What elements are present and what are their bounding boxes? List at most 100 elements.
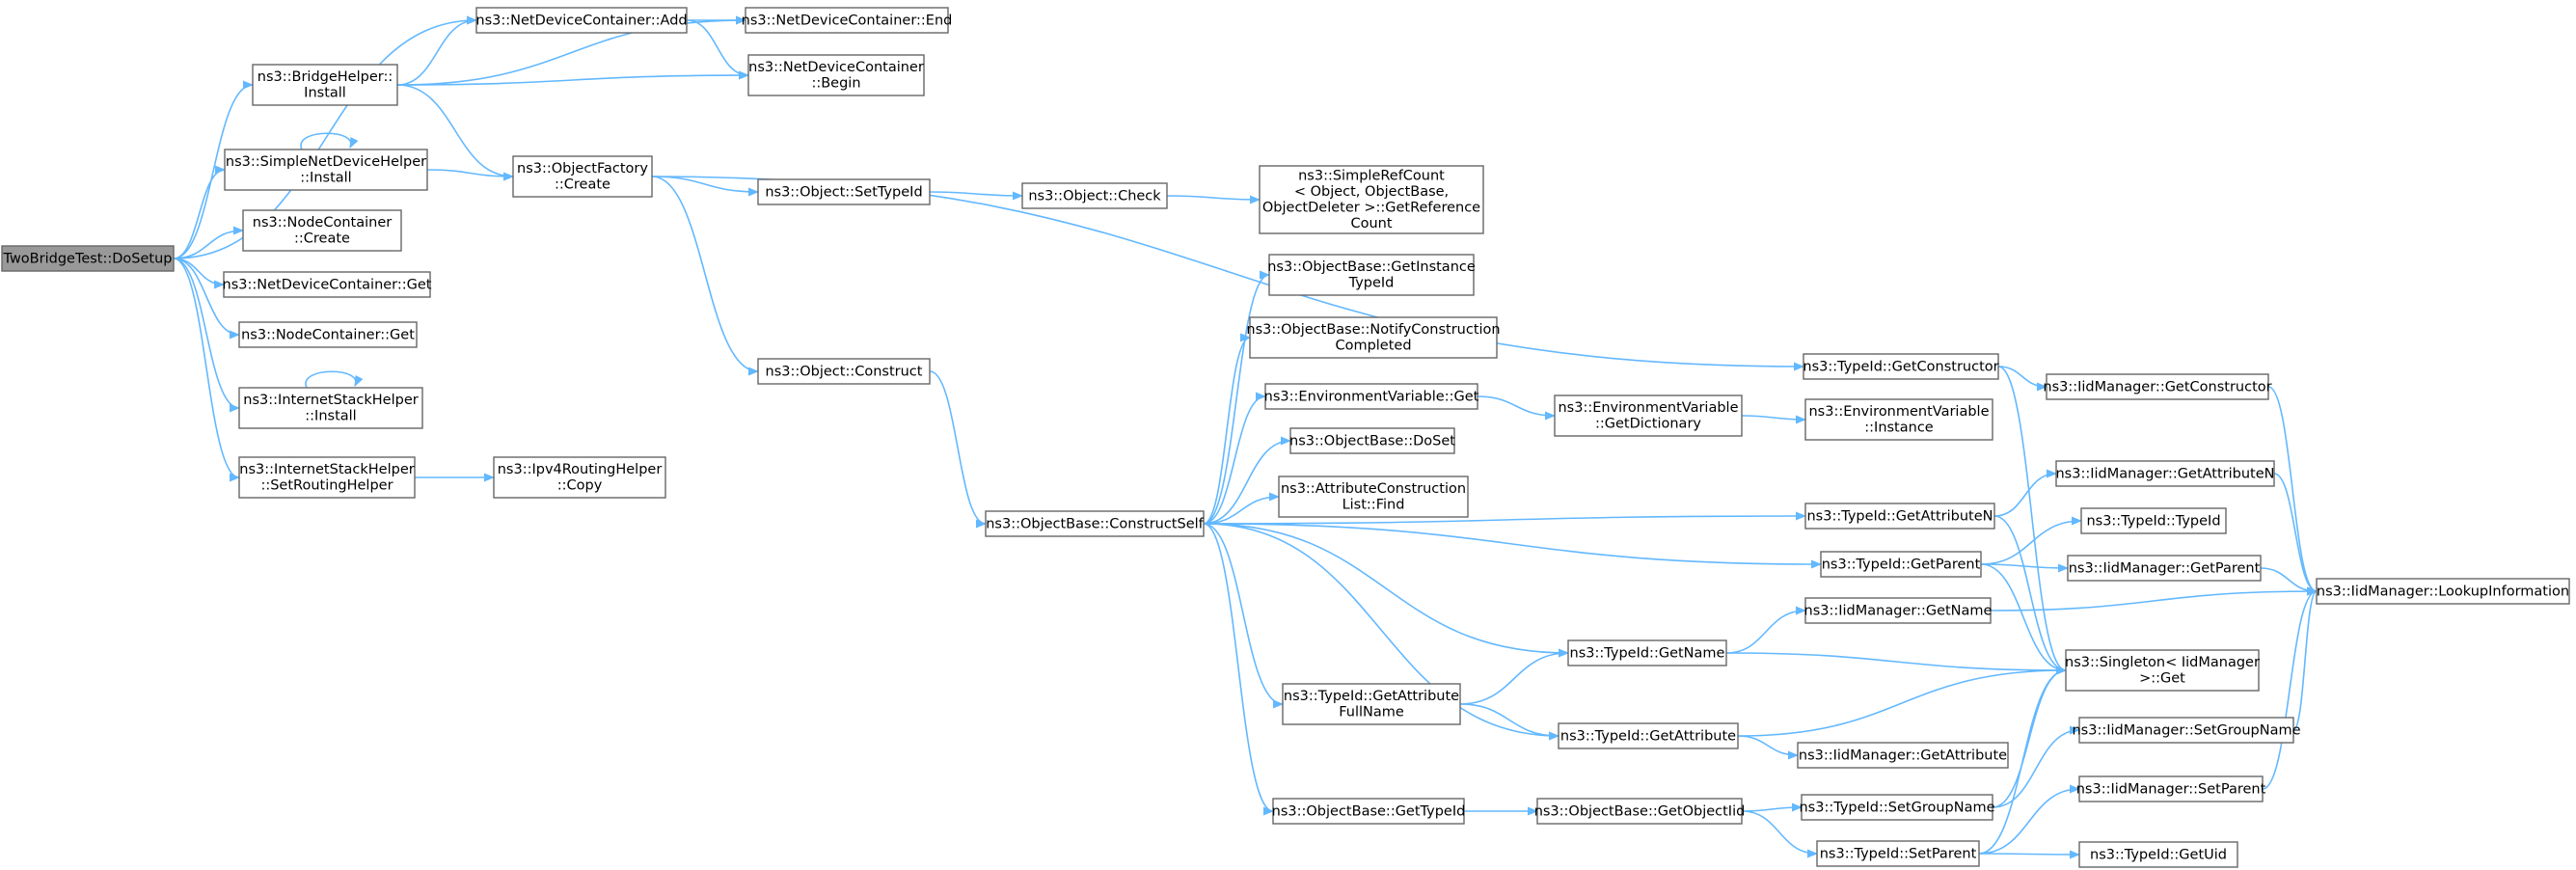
node-box [2067,555,2262,582]
node-label: ns3::AttributeConstruction [1281,481,1466,497]
node-box [2316,578,2570,605]
node-label: ns3::TypeId::GetConstructor [1803,359,1998,374]
node-ob-get-object-iid[interactable]: ns3::ObjectBase::GetObjectIid [1534,798,1746,825]
node-box [1536,798,1743,825]
node-label: ::Create [555,177,610,193]
node-tid-get-attribute-n[interactable]: ns3::TypeId::GetAttributeN [1804,503,1995,530]
edge-obj-check-to-src-get-ref [1166,195,1261,204]
edge-tid-get-constructor-to-singleton-get [1997,366,2068,675]
node-label: ns3::ObjectBase::NotifyConstruction [1246,322,1500,338]
node-tid-get-attribute[interactable]: ns3::TypeId::GetAttribute [1558,722,1739,749]
node-label: ns3::EnvironmentVariable [1558,400,1738,416]
node-nc-get[interactable]: ns3::NodeContainer::Get [238,321,418,348]
node-label: ns3::Singleton< IidManager [2065,655,2260,670]
node-box [1259,165,1484,234]
edge-root-to-nc-create [173,226,245,259]
node-label: ::Copy [557,478,603,494]
node-iid-get-parent[interactable]: ns3::IidManager::GetParent [2067,555,2262,582]
node-ndc-end[interactable]: ns3::NetDeviceContainer::End [742,7,953,34]
node-tid-type-id[interactable]: ns3::TypeId::TypeId [2080,507,2227,534]
node-label: ::Install [300,171,351,186]
node-box [2065,649,2260,692]
node-box [745,7,949,34]
node-box [238,321,418,348]
node-label: ns3::ObjectBase::DoSet [1289,433,1455,449]
node-label: ns3::ObjectBase::ConstructSelf [986,516,1204,531]
node-ndc-begin[interactable]: ns3::NetDeviceContainer::Begin [747,54,925,96]
node-label: Count [1350,216,1392,231]
node-singleton-get[interactable]: ns3::Singleton< IidManager >::Get [2065,649,2260,692]
node-ipv4copy[interactable]: ns3::Ipv4RoutingHelper::Copy [493,456,666,499]
node-env-get[interactable]: ns3::EnvironmentVariable::Get [1264,383,1479,410]
node-iid-get-attribute-n[interactable]: ns3::IidManager::GetAttributeN [2055,460,2275,487]
edge-tid-set-parent-to-singleton-get [1978,666,2068,855]
node-root[interactable]: TwoBridgeTest::DoSetup [1,245,175,272]
node-obj-set-type-id[interactable]: ns3::Object::SetTypeId [757,178,931,205]
node-env-get-dict[interactable]: ns3::EnvironmentVariable::GetDictionary [1554,394,1743,437]
node-box [1816,840,1980,867]
edge-bridge-install-to-of-create [396,84,515,181]
node-ndc-add[interactable]: ns3::NetDeviceContainer::Add [475,7,688,34]
node-label: ns3::IidManager::SetGroupName [2072,722,2300,738]
node-label: ns3::SimpleRefCount [1298,169,1445,184]
edge-ob-construct-self-to-acl-find [1203,492,1281,525]
node-label: >::Get [2139,671,2185,687]
edge-iid-set-group-name-to-iid-lookup [2292,586,2318,731]
node-tid-set-parent[interactable]: ns3::TypeId::SetParent [1816,840,1980,867]
node-box [1801,794,1993,821]
node-iid-set-parent[interactable]: ns3::IidManager::SetParent [2076,775,2266,802]
node-iid-get-attribute[interactable]: ns3::IidManager::GetAttribute [1797,742,2009,769]
node-iid-lookup[interactable]: ns3::IidManager::LookupInformation [2316,578,2570,605]
node-tid-set-group-name[interactable]: ns3::TypeId::SetGroupName [1799,794,1995,821]
node-box [985,510,1205,537]
node-obj-construct[interactable]: ns3::Object::Construct [757,358,931,385]
node-label: ns3::TypeId::GetAttribute [1284,689,1459,704]
node-label: ns3::InternetStackHelper [239,462,414,477]
node-ish-set-routing[interactable]: ns3::InternetStackHelper::SetRoutingHelp… [238,456,416,499]
node-box [238,456,416,499]
node-label: ns3::InternetStackHelper [243,393,418,408]
node-ish-install[interactable]: ns3::InternetStackHelper::Install [238,387,423,429]
node-box [747,54,925,96]
node-box [223,271,431,298]
node-ob-do-set[interactable]: ns3::ObjectBase::DoSet [1289,427,1455,454]
node-box [1282,683,1461,725]
edge-iid-get-constructor-to-iid-lookup [2267,386,2318,596]
node-ndc-get[interactable]: ns3::NetDeviceContainer::Get [223,271,432,298]
node-tid-get-parent[interactable]: ns3::TypeId::GetParent [1820,551,1982,578]
node-tid-get-constructor[interactable]: ns3::TypeId::GetConstructor [1803,353,1999,380]
edge-ob-construct-self-to-tid-get-attribute-n [1203,511,1807,525]
node-label: ns3::TypeId::GetAttribute [1560,728,1736,744]
node-label: ns3::BridgeHelper:: [258,69,393,85]
node-simple-install[interactable]: ns3::SimpleNetDeviceHelper::Install [224,149,428,191]
node-env-instance[interactable]: ns3::EnvironmentVariable::Instance [1804,398,1993,441]
node-src-get-ref[interactable]: ns3::SimpleRefCount< Object, ObjectBase,… [1259,165,1484,234]
node-label: ns3::Ipv4RoutingHelper [498,462,663,477]
node-ob-get-type-id[interactable]: ns3::ObjectBase::GetTypeId [1272,798,1466,825]
function-nodes: TwoBridgeTest::DoSetupns3::NetDeviceCont… [1,7,2570,868]
node-nc-create[interactable]: ns3::NodeContainer::Create [242,209,402,252]
node-iid-set-group-name[interactable]: ns3::IidManager::SetGroupName [2072,717,2301,744]
node-box [1278,476,1469,518]
edge-bridge-install-to-ndc-add [396,15,478,86]
node-label: ns3::ObjectFactory [517,161,648,177]
node-label: ns3::NodeContainer [253,215,392,231]
edge-tid-set-parent-to-tid-get-uid [1978,850,2081,859]
node-iid-get-constructor[interactable]: ns3::IidManager::GetConstructor [2043,373,2272,400]
node-bridge-install[interactable]: ns3::BridgeHelper::Install [252,64,398,106]
node-iid-get-name[interactable]: ns3::IidManager::GetName [1804,597,1993,624]
node-of-create[interactable]: ns3::ObjectFactory::Create [512,155,653,198]
edge-root-to-simple-install [173,165,227,259]
node-tid-get-uid[interactable]: ns3::TypeId::GetUid [2078,841,2238,868]
node-obj-check[interactable]: ns3::Object::Check [1021,182,1168,209]
node-ob-notify[interactable]: ns3::ObjectBase::NotifyConstructionCompl… [1246,316,1501,359]
node-label: ns3::Object::Check [1028,188,1161,204]
node-ob-construct-self[interactable]: ns3::ObjectBase::ConstructSelf [985,510,1205,537]
node-box [1268,254,1475,296]
node-tid-get-name[interactable]: ns3::TypeId::GetName [1567,639,1727,666]
node-box [475,7,688,34]
